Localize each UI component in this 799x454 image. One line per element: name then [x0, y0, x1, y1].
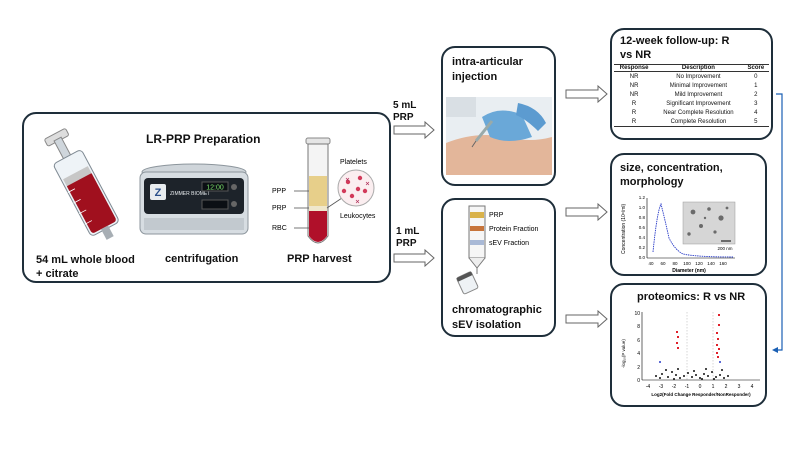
size-panel-title: size, concentration, morphology: [620, 162, 723, 188]
volcano-points-black: [655, 368, 729, 380]
fraction-sev: sEV Fraction: [489, 240, 529, 247]
followup-title: 12-week follow-up: R vs NR: [620, 35, 730, 61]
svg-text:60: 60: [660, 261, 666, 266]
svg-text:6: 6: [637, 338, 640, 344]
layer-ppp: PPP: [272, 188, 286, 195]
svg-text:-1: -1: [685, 384, 690, 390]
syringe-illustration: [44, 128, 119, 240]
step-prp-harvest-label: PRP harvest: [287, 253, 352, 265]
svg-text:80: 80: [672, 261, 678, 266]
lr-prp-title: LR-PRP Preparation: [146, 132, 261, 146]
platelets-label: Platelets: [340, 159, 367, 166]
svg-text:2: 2: [637, 365, 640, 371]
svg-text:Z: Z: [155, 187, 162, 199]
proteomics-title: proteomics: R vs NR: [637, 291, 746, 303]
arrow-to-size-panel: [565, 202, 608, 222]
size-xlabel: Diameter (nm): [672, 268, 706, 274]
svg-text:8: 8: [637, 324, 640, 330]
svg-text:-2: -2: [672, 384, 677, 390]
column-illustration: PRP Protein Fraction sEV Fraction: [456, 205, 539, 295]
step-centrifugation-label: centrifugation: [165, 253, 239, 265]
step-whole-blood-label: 54 mL whole blood + citrate: [36, 254, 135, 280]
arrow-to-followup: [565, 84, 608, 104]
svg-text:-3: -3: [659, 384, 664, 390]
svg-text:10: 10: [634, 311, 640, 317]
svg-text:0: 0: [699, 384, 702, 390]
svg-text:-4: -4: [646, 384, 651, 390]
upper-arrow-label: 5 mL PRP: [393, 100, 417, 123]
table-header-description: Description: [654, 64, 743, 72]
chromatography-title: chromatographic sEV isolation: [452, 304, 542, 331]
svg-text:0.2: 0.2: [639, 245, 646, 250]
svg-text:40: 40: [648, 261, 654, 266]
proteomics-panel: [610, 283, 767, 407]
volcano-points-red: [676, 314, 720, 358]
centrifuge-brand: ZIMMER BIOMET: [170, 191, 210, 197]
proteomics-xlabel: Log2(Fold Change Responder/NonResponder): [651, 392, 751, 397]
svg-text:2: 2: [725, 384, 728, 390]
svg-text:1.2: 1.2: [639, 195, 646, 200]
size-distribution-plot: Concentration (10⁸/ml) 0.0 0.2 0.4 0.6 0…: [621, 195, 736, 274]
followup-panel: [610, 28, 773, 140]
svg-text:1.0: 1.0: [639, 205, 646, 210]
svg-text:0.8: 0.8: [639, 215, 646, 220]
centrifuge-illustration: Z ZIMMER BIOMET 12:00: [139, 163, 249, 235]
svg-text:0.0: 0.0: [639, 255, 646, 260]
injection-photo: [446, 97, 552, 175]
size-distribution-curve: [652, 202, 734, 258]
centrifuge-display: 12:00: [206, 185, 224, 192]
fraction-protein: Protein Fraction: [489, 226, 539, 233]
svg-text:100: 100: [683, 261, 691, 266]
lower-arrow-label: 1 mL PRP: [396, 226, 420, 249]
table-header-score: Score: [742, 64, 769, 72]
table-header-response: Response: [614, 64, 655, 72]
volcano-points-blue: [659, 361, 721, 363]
proteomics-ylabel: -log₁₀(P value): [621, 339, 626, 368]
layer-prp: PRP: [272, 205, 287, 212]
size-ylabel: Concentration (10⁸/ml): [621, 203, 627, 254]
svg-text:0: 0: [637, 378, 640, 384]
leukocytes-label: Leukocytes: [340, 213, 376, 220]
svg-text:4: 4: [637, 351, 640, 357]
followup-proteomics-connector: [776, 93, 783, 351]
svg-text:0.6: 0.6: [639, 225, 646, 230]
svg-text:160: 160: [719, 261, 727, 266]
layer-rbc: RBC: [272, 225, 287, 232]
svg-text:4: 4: [751, 384, 754, 390]
arrow-to-injection: [393, 120, 435, 140]
svg-text:0.4: 0.4: [639, 235, 646, 240]
scale-bar-label: 200 nm: [717, 246, 732, 251]
svg-text:140: 140: [707, 261, 715, 266]
chromatography-panel: [441, 198, 556, 337]
arrow-to-proteomics: [565, 309, 608, 329]
prp-tube-illustration: PPP PRP RBC Platelets Leukocytes: [272, 137, 376, 244]
injection-title: intra-articular injection: [452, 56, 523, 83]
svg-text:3: 3: [738, 384, 741, 390]
fraction-prp: PRP: [489, 212, 504, 219]
arrow-to-chromatography: [393, 248, 435, 268]
svg-text:120: 120: [695, 261, 703, 266]
svg-text:1: 1: [712, 384, 715, 390]
volcano-plot: -log₁₀(P value) 0 2 4 6 8 10 -4 -3 -2 -1…: [621, 311, 760, 397]
